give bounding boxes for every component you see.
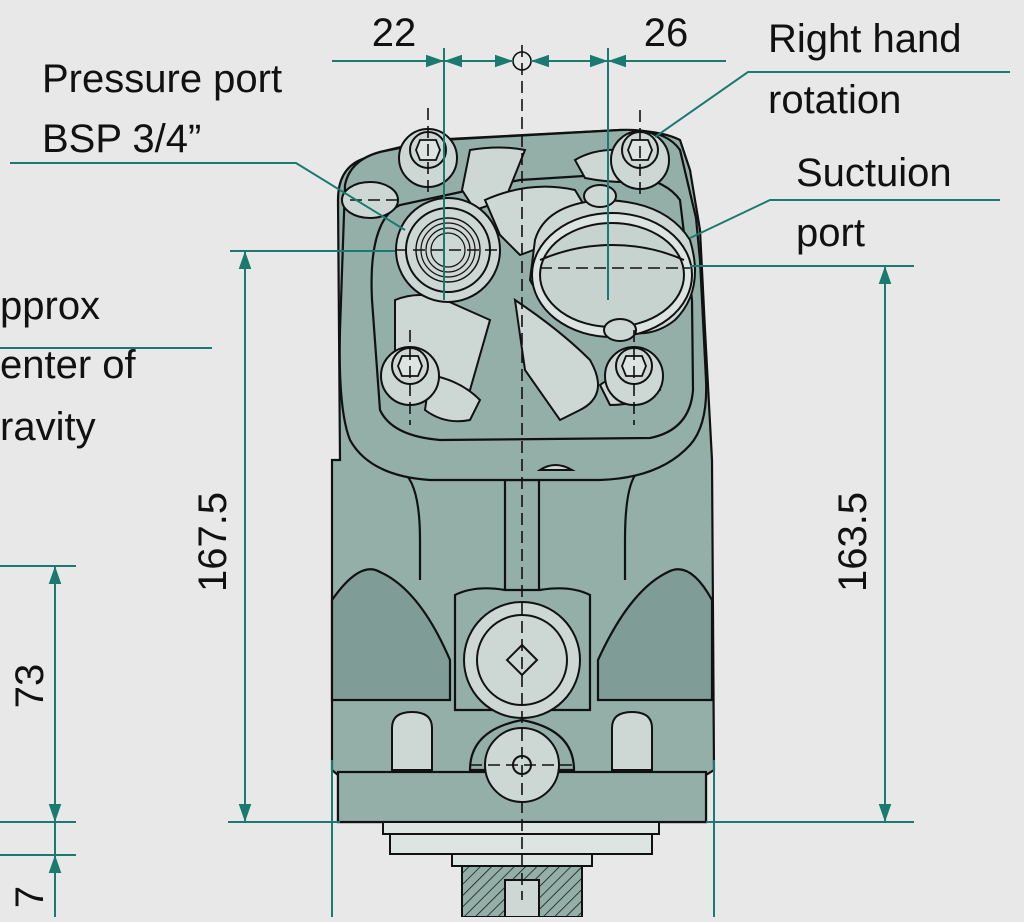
label-cg-line1: pprox <box>0 284 100 328</box>
dim-cg-height: 73 <box>8 664 52 709</box>
pump-body <box>330 128 716 918</box>
label-suction-port: Suctuion port <box>796 151 952 255</box>
dim-left-height: 167.5 <box>191 492 235 592</box>
label-pressure-port: Pressure port BSP 3/4” <box>42 57 282 161</box>
center-lines <box>350 45 690 900</box>
label-suction-line1: Suctuion <box>796 151 952 195</box>
label-suction-line2: port <box>796 211 865 255</box>
label-rotation-line2: rotation <box>768 78 901 122</box>
dim-right-height: 163.5 <box>831 492 875 592</box>
label-right-hand-rotation: Right hand rotation <box>768 17 961 122</box>
dim-bottom-offset: 7 <box>8 886 52 908</box>
label-center-of-gravity: pprox enter of ravity <box>0 284 137 449</box>
dim-top-left: 22 <box>372 11 417 55</box>
label-rotation-line1: Right hand <box>768 17 961 61</box>
label-cg-line3: ravity <box>0 405 96 449</box>
label-cg-line2: enter of <box>0 343 137 387</box>
label-pressure-port-line2: BSP 3/4” <box>42 117 201 161</box>
dimension-lines <box>0 48 1010 917</box>
label-pressure-port-line1: Pressure port <box>42 57 282 101</box>
dim-top-right: 26 <box>644 11 689 55</box>
